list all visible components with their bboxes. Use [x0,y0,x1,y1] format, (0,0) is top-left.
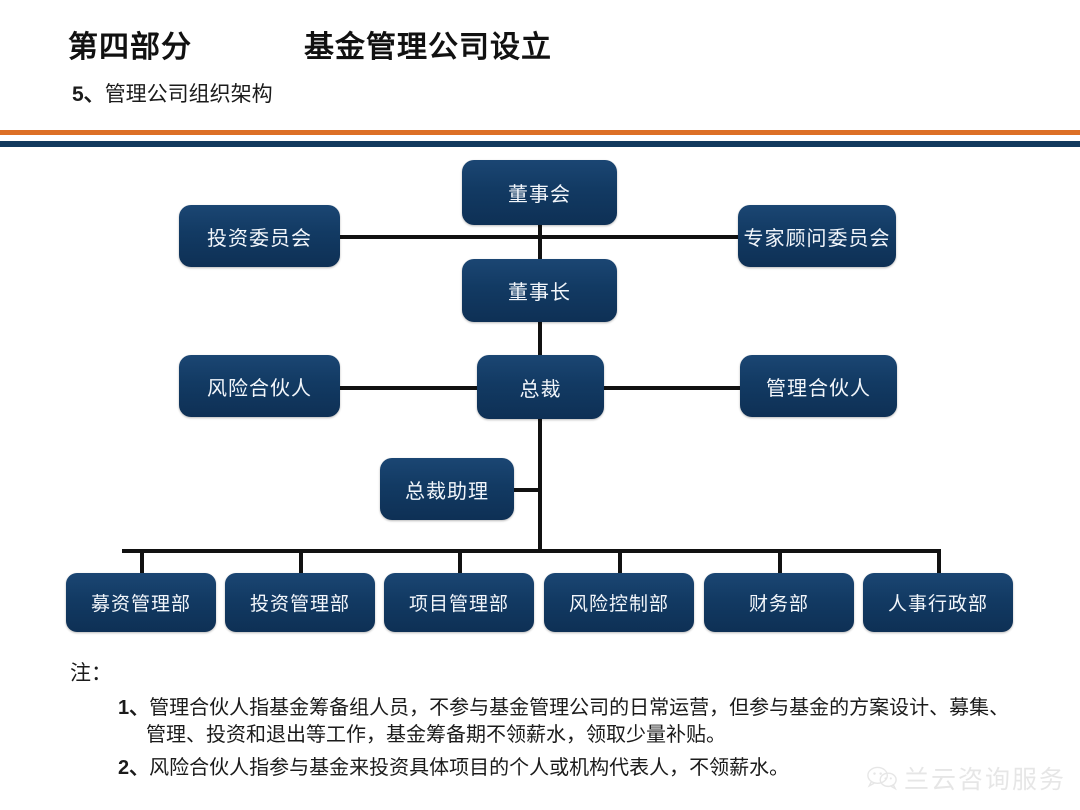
node-department-investment[interactable]: 投资管理部 [225,573,375,632]
node-chairman[interactable]: 董事长 [462,259,617,322]
node-department-fundraising[interactable]: 募资管理部 [66,573,216,632]
note-index: 2、 [118,757,150,779]
node-department-project[interactable]: 项目管理部 [384,573,534,632]
note-text-line-1: 管理合伙人指基金筹备组人员，不参与基金管理公司的日常运营，但参与基金的方案设计、… [149,697,1010,719]
connector-board-to-chairman [538,225,542,265]
connector-drop-dept-3 [458,549,462,573]
note-text-line-2: 管理、投资和退出等工作，基金筹备期不领薪水，领取少量补贴。 [146,724,726,746]
section-title: 管理公司组织架构 [104,82,273,106]
node-expert-advisory-committee[interactable]: 专家顾问委员会 [738,205,896,267]
node-president[interactable]: 总裁 [477,355,604,419]
connector-advisory-bar [340,235,738,239]
node-department-risk-control[interactable]: 风险控制部 [544,573,694,632]
connector-assistant-stub [514,488,540,492]
node-investment-committee[interactable]: 投资委员会 [179,205,340,267]
node-department-hr-admin[interactable]: 人事行政部 [863,573,1013,632]
divider-navy [0,141,1080,147]
connector-drop-dept-2 [299,549,303,573]
node-president-assistant[interactable]: 总裁助理 [380,458,514,520]
note-item: 1、管理合伙人指基金筹备组人员，不参与基金管理公司的日常运营，但参与基金的方案设… [118,695,1058,749]
note-text-line-1: 风险合伙人指参与基金来投资具体项目的个人或机构代表人，不领薪水。 [149,757,790,779]
note-index: 1、 [118,697,150,719]
notes-label: 注： [70,661,112,685]
divider-orange [0,130,1080,135]
page-title: 第四部分 基金管理公司设立 [68,31,553,64]
node-managing-partner[interactable]: 管理合伙人 [740,355,897,417]
node-board[interactable]: 董事会 [462,160,617,225]
connector-drop-dept-5 [778,549,782,573]
connector-department-bus [122,549,940,553]
connector-drop-dept-6 [937,549,941,573]
section-number: 5、 [72,83,105,106]
connector-drop-dept-1 [140,549,144,573]
org-chart: 董事会 投资委员会 专家顾问委员会 董事长 风险合伙人 总裁 管理合伙人 总裁助… [0,147,1080,657]
node-risk-partner[interactable]: 风险合伙人 [179,355,340,417]
note-item: 2、风险合伙人指参与基金来投资具体项目的个人或机构代表人，不领薪水。 [118,755,1058,782]
node-department-finance[interactable]: 财务部 [704,573,854,632]
section-heading: 5、管理公司组织架构 [72,78,273,108]
notes-block: 注： 1、管理合伙人指基金筹备组人员，不参与基金管理公司的日常运营，但参与基金的… [0,655,1080,810]
connector-drop-dept-4 [618,549,622,573]
connector-chairman-to-president [538,322,542,367]
connector-president-spine [538,419,542,553]
